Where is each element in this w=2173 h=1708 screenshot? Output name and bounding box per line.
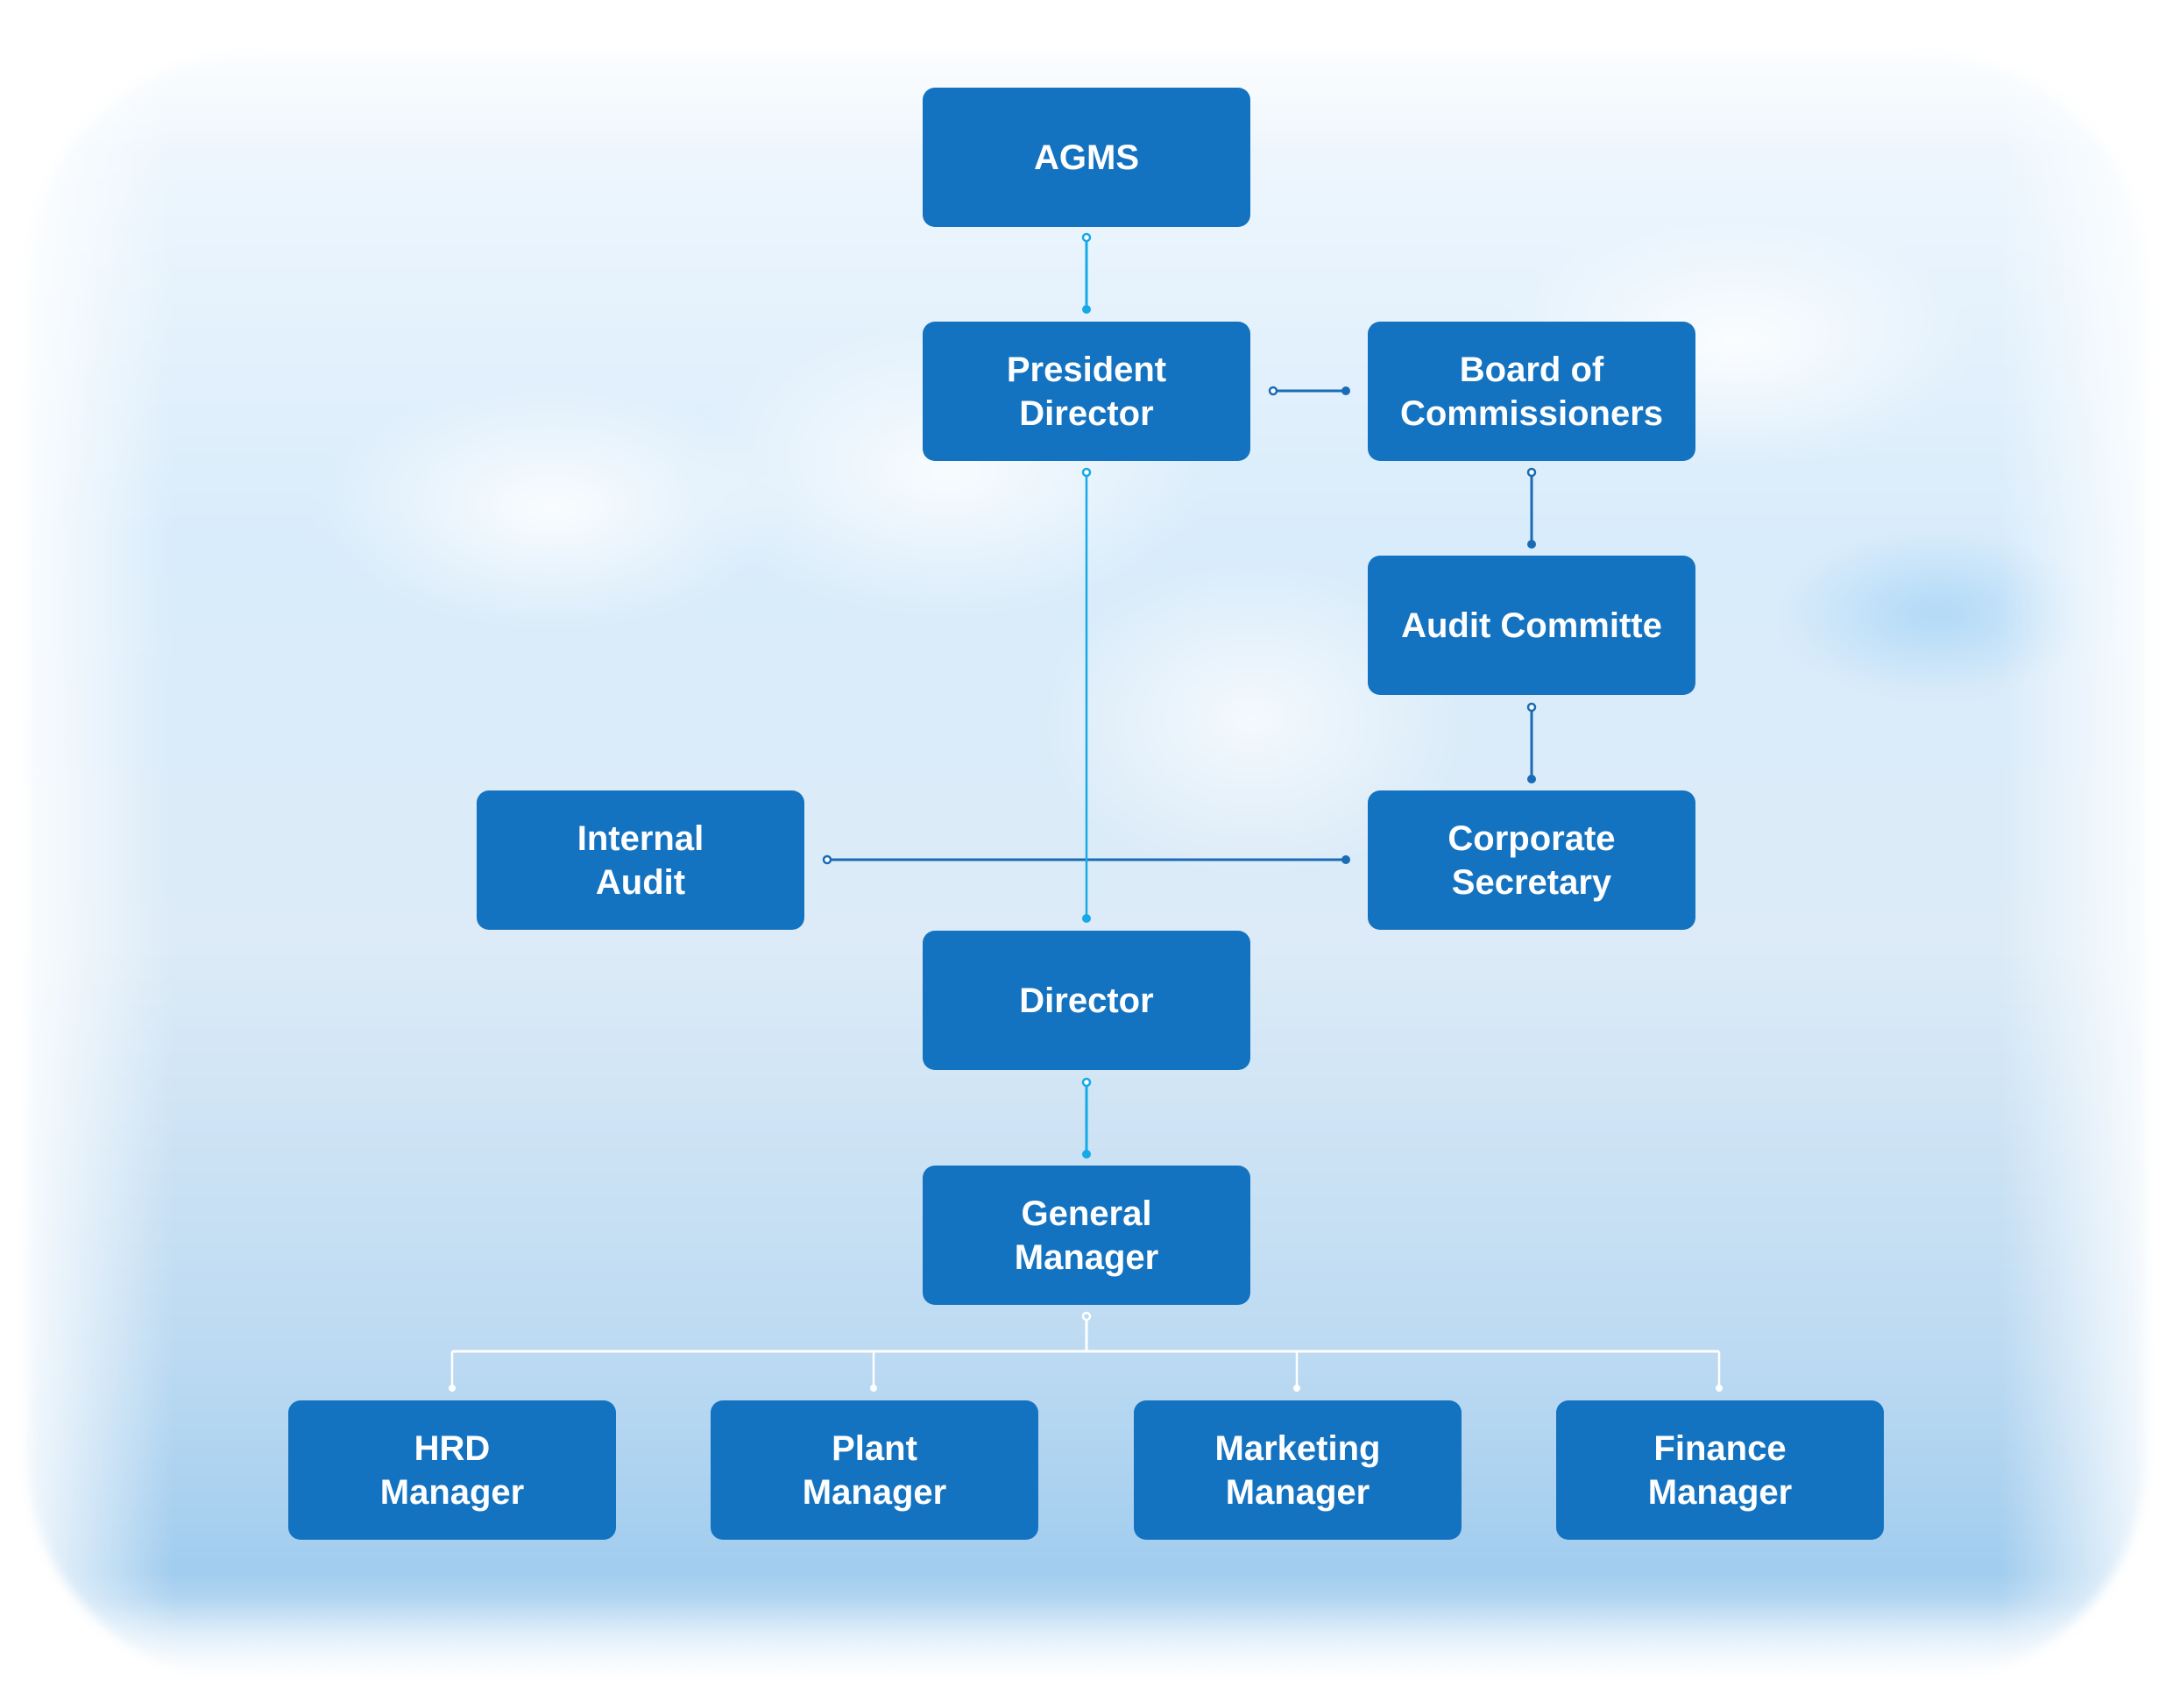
node-label-line2: Commissioners bbox=[1399, 393, 1664, 433]
node-label-line1: Corporate bbox=[1447, 819, 1616, 858]
node-corporate-secretary: Corporate Secretary bbox=[1368, 790, 1695, 930]
node-plant-manager: Plant Manager bbox=[711, 1400, 1038, 1540]
node-label-line2: Manager bbox=[1225, 1472, 1370, 1512]
connector-agms-president bbox=[1081, 232, 1092, 314]
node-label: Audit Committe bbox=[1401, 606, 1662, 645]
node-general-manager: General Manager bbox=[923, 1166, 1250, 1305]
node-label-line1: Board of bbox=[1459, 350, 1604, 389]
node-finance-manager: Finance Manager bbox=[1556, 1400, 1884, 1540]
node-internal-audit: Internal Audit bbox=[477, 790, 804, 930]
node-label-line2: Manager bbox=[1014, 1237, 1159, 1277]
node-label-line1: General bbox=[1021, 1194, 1152, 1233]
node-label-line2: Manager bbox=[802, 1472, 947, 1512]
node-label-line2: Director bbox=[1019, 393, 1154, 433]
node-agms: AGMS bbox=[923, 88, 1250, 227]
node-label-line1: President bbox=[1006, 350, 1167, 389]
node-label-line1: Plant bbox=[832, 1428, 917, 1468]
connector-board-audit-committe bbox=[1526, 467, 1537, 549]
node-hrd-manager: HRD Manager bbox=[288, 1400, 616, 1540]
node-board-of-commissioners: Board of Commissioners bbox=[1368, 322, 1695, 461]
node-label-line2: Manager bbox=[1647, 1472, 1793, 1512]
node-director: Director bbox=[923, 931, 1250, 1070]
connector-audit-committe-secretary bbox=[1526, 702, 1537, 783]
node-label-line1: Internal bbox=[577, 819, 704, 858]
node-audit-committe: Audit Committe bbox=[1368, 556, 1695, 695]
node-label-line2: Secretary bbox=[1451, 862, 1612, 902]
connector-president-board bbox=[1268, 386, 1350, 396]
node-marketing-manager: Marketing Manager bbox=[1134, 1400, 1462, 1540]
node-label-line2: Audit bbox=[595, 862, 686, 902]
node-label-line1: Finance bbox=[1653, 1428, 1787, 1468]
node-label: AGMS bbox=[1034, 138, 1139, 177]
node-label-line1: HRD bbox=[414, 1428, 491, 1468]
connector-president-director bbox=[1081, 467, 1092, 923]
node-label-line1: Marketing bbox=[1214, 1428, 1381, 1468]
node-label: Director bbox=[1019, 981, 1154, 1020]
connector-director-general-manager bbox=[1081, 1077, 1092, 1159]
connector-general-manager-managers bbox=[449, 1311, 1723, 1392]
node-president-director: President Director bbox=[923, 322, 1250, 461]
node-label-line2: Manager bbox=[379, 1472, 525, 1512]
